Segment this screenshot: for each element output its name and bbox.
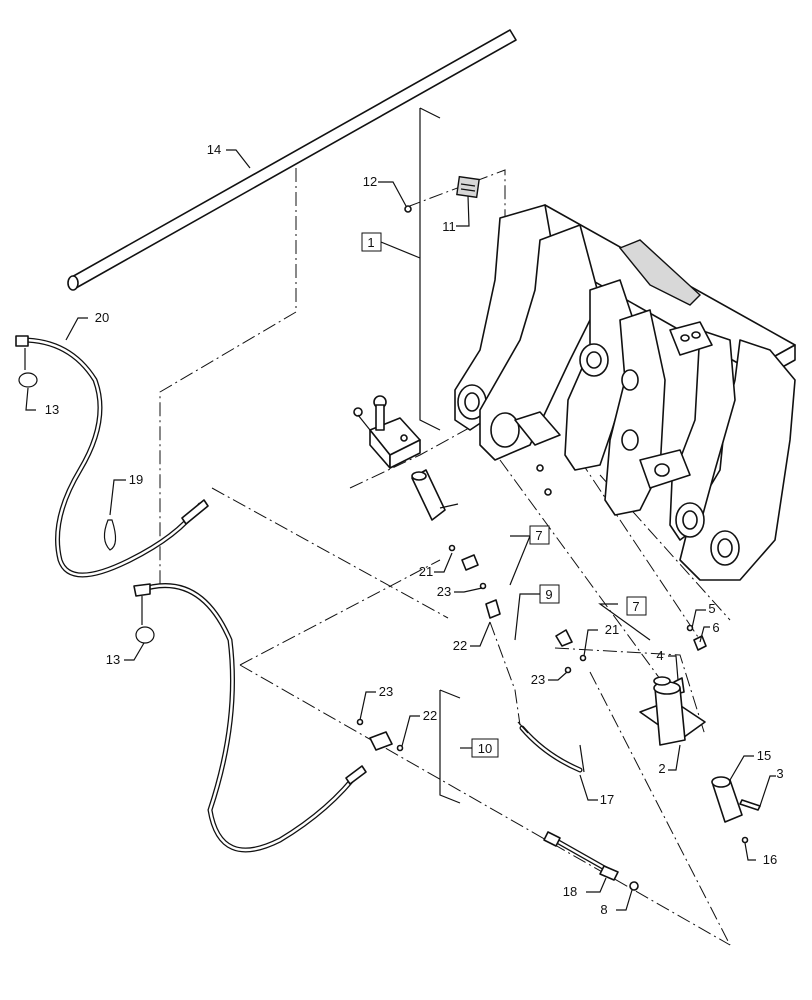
callout-7-upper: 7 — [535, 528, 542, 543]
callout-6: 6 — [712, 620, 719, 635]
callout-10: 10 — [478, 741, 492, 756]
hose-part-lower — [133, 583, 367, 853]
callout-4: 4 — [656, 648, 663, 663]
decal-part-11 — [456, 175, 480, 199]
cylinder-part-2 — [639, 676, 706, 746]
rod-part-14 — [67, 29, 517, 291]
callout-9: 9 — [545, 587, 552, 602]
callout-2: 2 — [658, 761, 665, 776]
callout-19: 19 — [129, 472, 143, 487]
callout-23-upper: 23 — [437, 584, 451, 599]
hose-loop-19 — [103, 519, 117, 551]
callout-22-lower: 22 — [423, 708, 437, 723]
callout-21-lower: 21 — [605, 622, 619, 637]
pin-part-15 — [711, 776, 761, 844]
callout-11: 11 — [442, 219, 456, 234]
callout-14: 14 — [207, 142, 221, 157]
callout-3: 3 — [776, 766, 783, 781]
callout-21-upper: 21 — [419, 564, 433, 579]
callout-13-lower: 13 — [106, 652, 120, 667]
callout-18: 18 — [563, 884, 577, 899]
callout-7-lower: 7 — [632, 599, 639, 614]
callout-23-middle: 23 — [531, 672, 545, 687]
callout-16: 16 — [763, 852, 777, 867]
fittings-upper — [448, 544, 501, 619]
callout-17: 17 — [600, 792, 614, 807]
fittings-middle — [555, 624, 707, 695]
callout-8: 8 — [600, 902, 607, 917]
valve-block — [353, 395, 421, 469]
callout-23-lower: 23 — [379, 684, 393, 699]
leader-lines — [25, 149, 776, 911]
bracket-1 — [419, 107, 441, 431]
fastener-part-12 — [404, 205, 412, 213]
assembly-lines — [159, 168, 731, 946]
callout-1: 1 — [367, 235, 374, 250]
callout-20: 20 — [95, 310, 109, 325]
callout-labels: 1 2 3 4 5 6 7 7 8 9 10 11 12 13 13 14 15… — [45, 142, 784, 917]
coupler-frame-part-1 — [454, 204, 796, 581]
fittings-lower — [356, 689, 461, 804]
tag-loop-13-lower — [135, 596, 155, 644]
callout-12: 12 — [363, 174, 377, 189]
hose-part-17 — [517, 721, 585, 773]
hose-part-20 — [15, 335, 209, 578]
callout-15: 15 — [757, 748, 771, 763]
callout-22-upper: 22 — [453, 638, 467, 653]
hose-part-18 — [543, 831, 639, 891]
cylinder-upper — [411, 469, 459, 521]
callout-13-upper: 13 — [45, 402, 59, 417]
tag-loop-13-upper — [18, 348, 38, 388]
callout-5: 5 — [708, 601, 715, 616]
